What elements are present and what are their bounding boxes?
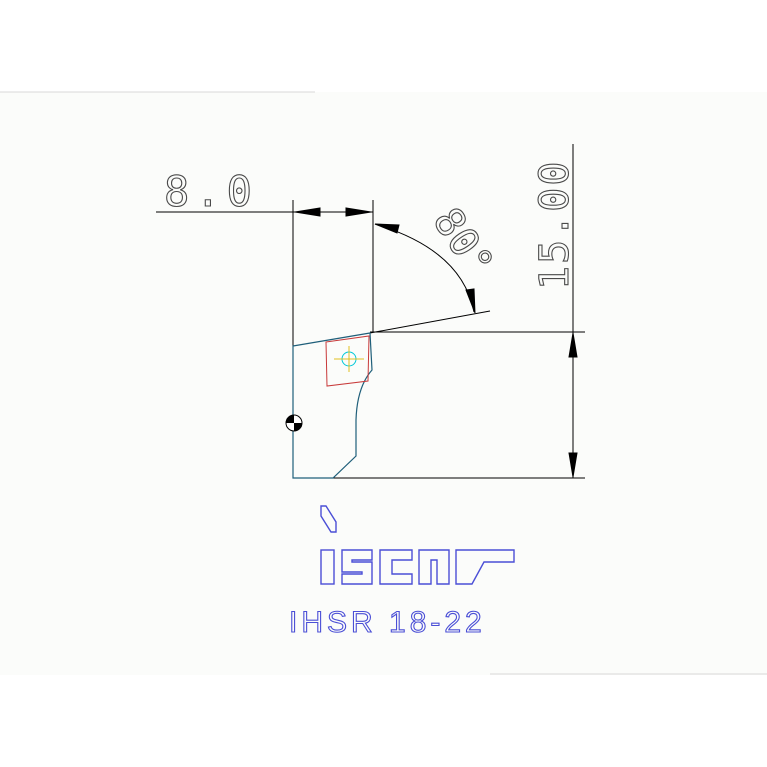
width-dimension-arrow-right: [345, 207, 372, 217]
logo-letter-i: [320, 549, 335, 585]
center-of-gravity-icon: [285, 414, 303, 432]
height-dimension-arrow-bottom: [568, 452, 578, 478]
logo-letter-a: [418, 549, 450, 585]
width-dimension: 8.0: [156, 166, 374, 478]
angle-dimension-arrow-top: [374, 223, 400, 234]
cutting-insert: [325, 335, 370, 387]
height-dimension-arrow-top: [568, 332, 578, 358]
background-panels: [0, 91, 767, 675]
tool-body-outline: [292, 332, 373, 479]
angle-dimension-arrow-bottom: [465, 288, 476, 314]
width-dimension-label: 8.0: [164, 167, 258, 216]
logo-letter-r: [455, 549, 515, 585]
insert-outline: [325, 335, 370, 387]
height-dimension: 15.00: [293, 144, 585, 479]
brand-logo: [320, 505, 515, 585]
tool-body: [292, 332, 373, 479]
model-label: IHSR 18-22: [289, 606, 486, 639]
crosshair-icon: [334, 346, 364, 372]
height-dimension-label: 15.00: [532, 160, 578, 290]
logo-letter-s: [341, 549, 373, 585]
logo-letter-c: [379, 549, 413, 585]
angle-dimension-extension: [369, 310, 491, 334]
logo-letter-i-dot: [320, 505, 337, 533]
width-dimension-arrow-left: [294, 207, 321, 217]
